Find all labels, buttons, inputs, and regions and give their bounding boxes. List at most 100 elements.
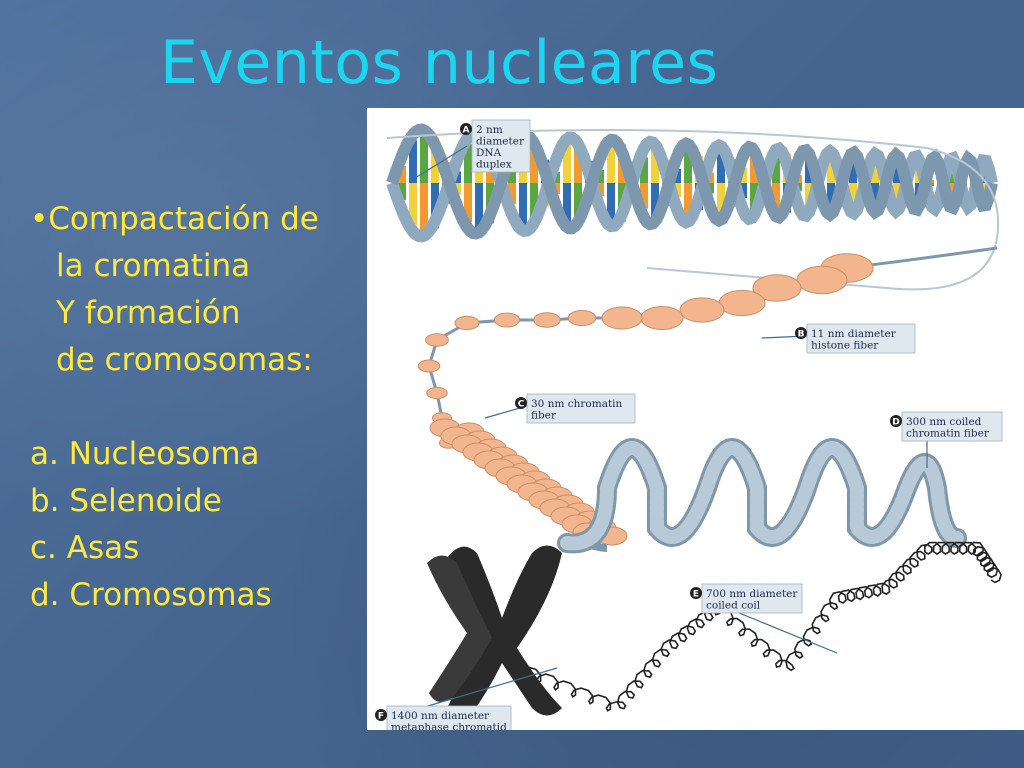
label-letter: E bbox=[693, 590, 699, 600]
spacer bbox=[30, 384, 365, 431]
nucleosome bbox=[640, 305, 684, 331]
base-pair bbox=[640, 157, 648, 183]
list-item-b: b. Selenoide bbox=[30, 483, 222, 519]
label-text: diameter bbox=[476, 136, 525, 148]
base-pair bbox=[409, 140, 417, 183]
label-text: chromatin fiber bbox=[906, 428, 990, 440]
base-pair bbox=[563, 143, 571, 183]
metaphase-chromosome bbox=[427, 545, 562, 717]
nucleosome bbox=[567, 309, 597, 327]
base-pair bbox=[893, 183, 901, 208]
label-badge bbox=[515, 397, 527, 409]
label-badge bbox=[890, 415, 902, 427]
nucleosome bbox=[425, 333, 449, 347]
list-item-a: a. Nucleosoma bbox=[30, 436, 260, 472]
label-text: fiber bbox=[531, 410, 557, 422]
label-text: histone fiber bbox=[811, 340, 879, 352]
base-pair bbox=[893, 158, 901, 183]
dna-double-helix bbox=[386, 123, 998, 243]
base-pair bbox=[409, 183, 417, 226]
leader-line bbox=[726, 607, 838, 654]
label-box bbox=[901, 411, 1003, 442]
label-box bbox=[386, 705, 512, 730]
label-badge bbox=[460, 123, 472, 135]
base-pair bbox=[398, 166, 406, 183]
label-text: 2 nm bbox=[476, 124, 503, 136]
nucleosome bbox=[454, 315, 480, 331]
base-pair bbox=[574, 183, 582, 228]
label-badge bbox=[690, 587, 702, 599]
base-pair bbox=[464, 143, 472, 183]
body-text: •Compactación de la cromatina Y formació… bbox=[30, 196, 365, 619]
base-pair bbox=[607, 183, 615, 223]
base-pair bbox=[574, 138, 582, 183]
base-pair bbox=[717, 146, 725, 183]
base-pair bbox=[530, 183, 538, 229]
list-item-c: c. Asas bbox=[30, 530, 140, 566]
label-letter: C bbox=[518, 400, 525, 410]
label-badge bbox=[795, 327, 807, 339]
label-badge bbox=[375, 709, 387, 721]
base-pair bbox=[607, 143, 615, 183]
nucleosome bbox=[493, 312, 521, 328]
label-text: 30 nm chromatin bbox=[531, 398, 623, 410]
base-pair bbox=[827, 183, 835, 213]
label-text: coiled coil bbox=[706, 600, 761, 612]
base-pair bbox=[420, 183, 428, 237]
list-item-d: d. Cromosomas bbox=[30, 577, 272, 613]
label-text: 300 nm coiled bbox=[906, 416, 982, 428]
base-pair bbox=[871, 183, 879, 207]
label-text: duplex bbox=[476, 159, 512, 171]
label-letter: B bbox=[798, 330, 805, 340]
base-pair bbox=[871, 159, 879, 183]
base-pair bbox=[772, 183, 780, 209]
nucleosome bbox=[718, 289, 766, 317]
chromatin-30nm-fiber bbox=[429, 418, 628, 552]
label-box bbox=[806, 323, 916, 354]
label-box bbox=[701, 583, 803, 614]
nucleosome bbox=[796, 265, 848, 295]
base-pair bbox=[827, 153, 835, 183]
base-pair bbox=[651, 141, 659, 183]
leader-line bbox=[414, 145, 468, 179]
base-pair bbox=[420, 129, 428, 183]
nucleosome bbox=[426, 386, 448, 400]
bullet-line-3: Y formación bbox=[56, 295, 241, 331]
base-pair bbox=[849, 183, 857, 208]
label-box bbox=[526, 393, 636, 424]
base-pair bbox=[948, 164, 956, 183]
base-pair bbox=[519, 183, 527, 228]
label-text: 1400 nm diameter bbox=[391, 710, 490, 722]
bullet-line-1: •Compactación de bbox=[30, 201, 319, 237]
label-box bbox=[471, 119, 531, 173]
nucleosome bbox=[752, 274, 802, 302]
coiled-coil-700nm bbox=[518, 541, 1002, 712]
bullet-line-4: de cromosomas: bbox=[56, 342, 313, 378]
nucleosome bbox=[533, 312, 561, 328]
base-pair bbox=[684, 183, 692, 222]
base-pair bbox=[948, 183, 956, 202]
label-text: 700 nm diameter bbox=[706, 588, 798, 600]
slide-title: Eventos nucleares bbox=[160, 28, 719, 98]
base-pair bbox=[684, 144, 692, 183]
nucleosome bbox=[417, 359, 441, 373]
base-pair bbox=[640, 183, 648, 209]
dna-backbone bbox=[386, 123, 998, 240]
label-letter: A bbox=[463, 126, 470, 136]
label-letter: D bbox=[892, 418, 899, 428]
label-text: metaphase chromatid bbox=[391, 722, 507, 731]
base-pair bbox=[563, 183, 571, 223]
label-text: 11 nm diameter bbox=[811, 328, 897, 340]
base-pair bbox=[772, 157, 780, 183]
base-pair bbox=[849, 158, 857, 183]
base-pair bbox=[717, 183, 725, 220]
base-pair bbox=[508, 183, 516, 204]
base-pair bbox=[508, 162, 516, 183]
